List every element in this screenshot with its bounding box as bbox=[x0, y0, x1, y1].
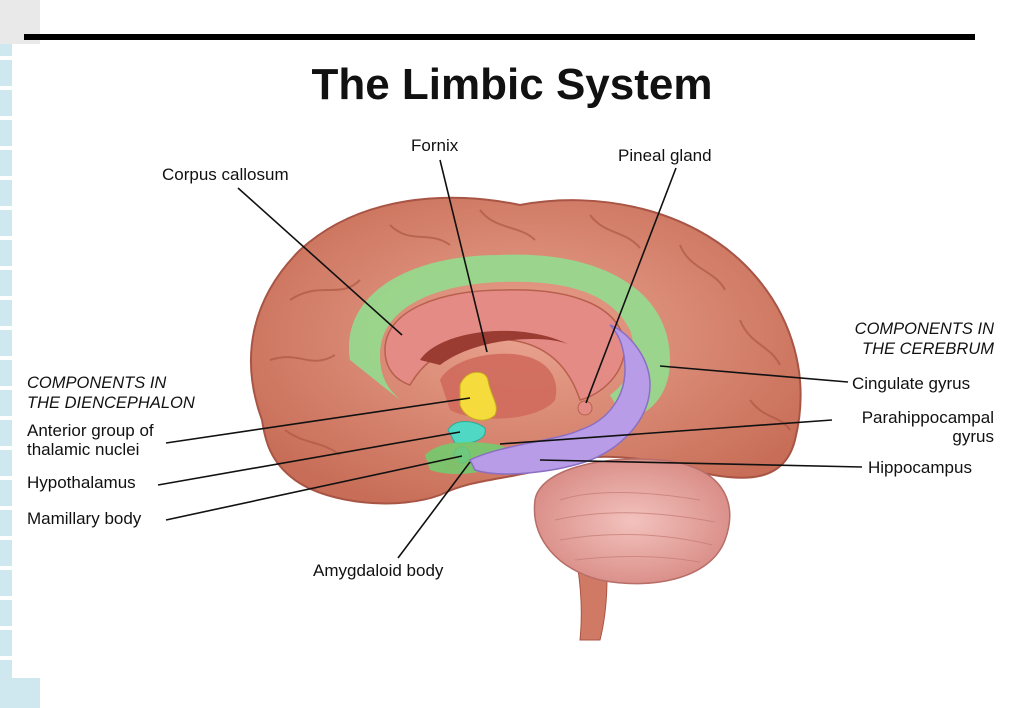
leader-hypothalamus bbox=[157, 431, 461, 486]
label-anterior-thalamic-line-1: Anterior group of bbox=[27, 421, 154, 440]
leader-anterior-thalamic bbox=[165, 397, 471, 444]
leader-pineal bbox=[585, 167, 677, 404]
label-pineal-gland: Pineal gland bbox=[618, 146, 712, 165]
leader-corpus-callosum bbox=[237, 187, 403, 336]
slide-corner-decoration-bottom bbox=[0, 678, 40, 708]
leader-lines bbox=[157, 159, 863, 559]
cerebellum-folia bbox=[554, 492, 716, 563]
leader-mamillary bbox=[165, 455, 463, 521]
label-parahippocampal-line-2: gyrus bbox=[952, 427, 994, 446]
gyri-lines bbox=[269, 209, 791, 456]
cerebellum-shape bbox=[533, 458, 731, 585]
page-title: The Limbic System bbox=[311, 60, 713, 109]
label-amygdaloid-body: Amygdaloid body bbox=[313, 561, 444, 580]
header-cerebrum: COMPONENTS IN THE CEREBRUM bbox=[780, 319, 994, 359]
label-hippocampus: Hippocampus bbox=[868, 458, 972, 477]
header-diencephalon-line-2: THE DIENCEPHALON bbox=[27, 394, 195, 412]
label-corpus-callosum: Corpus callosum bbox=[162, 165, 289, 184]
header-cerebrum-line-1: COMPONENTS IN bbox=[854, 320, 994, 338]
leader-hippocampus bbox=[539, 459, 863, 468]
leader-amygdaloid bbox=[397, 461, 471, 559]
header-diencephalon-line-1: COMPONENTS IN bbox=[27, 374, 167, 392]
fornix-shape bbox=[420, 330, 570, 365]
cerebrum-shape bbox=[250, 196, 802, 505]
leader-fornix bbox=[439, 159, 488, 353]
label-hypothalamus: Hypothalamus bbox=[27, 473, 136, 492]
header-cerebrum-line-2: THE CEREBRUM bbox=[861, 340, 994, 358]
label-mamillary-body: Mamillary body bbox=[27, 509, 142, 528]
label-parahippocampal-gyrus: Parahippocampal gyrus bbox=[834, 408, 994, 446]
leader-parahippocampal bbox=[499, 419, 833, 445]
slide-frame-strip bbox=[0, 0, 12, 708]
label-fornix: Fornix bbox=[411, 136, 459, 155]
anterior-thalamic-nuclei-shape bbox=[459, 371, 497, 421]
pineal-gland-shape bbox=[577, 400, 593, 416]
label-anterior-thalamic-line-2: thalamic nuclei bbox=[27, 440, 140, 459]
title-rule bbox=[24, 34, 975, 40]
label-anterior-thalamic: Anterior group of thalamic nuclei bbox=[27, 421, 154, 459]
label-cingulate-gyrus: Cingulate gyrus bbox=[852, 374, 971, 393]
label-parahippocampal-line-1: Parahippocampal bbox=[861, 408, 994, 427]
leader-cingulate bbox=[659, 365, 849, 383]
header-diencephalon: COMPONENTS IN THE DIENCEPHALON bbox=[27, 373, 195, 413]
